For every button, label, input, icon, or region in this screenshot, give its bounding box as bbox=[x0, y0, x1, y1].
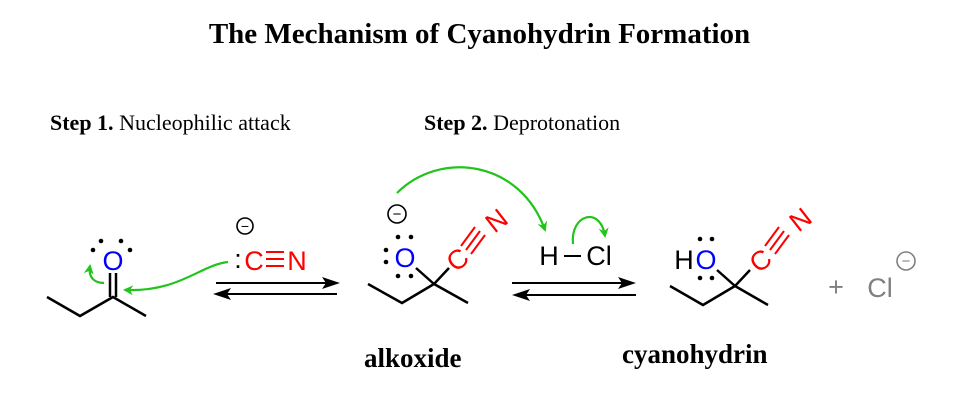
alkoxide-charge: − bbox=[393, 206, 402, 223]
cyanohydrin-lone-pairs bbox=[697, 236, 715, 281]
equilibrium-arrow-2 bbox=[512, 277, 636, 301]
cyanohydrin-skeleton bbox=[669, 284, 769, 307]
step-2-heading: Step 2. Deprotonation bbox=[424, 110, 620, 136]
cyanohydrin-oxygen: O bbox=[695, 245, 716, 275]
cyanide-ion: − : C N bbox=[234, 217, 307, 276]
equilibrium-arrow-1 bbox=[213, 277, 340, 300]
cyanohydrin-triple-bond bbox=[764, 226, 790, 255]
cyanide-charge: − bbox=[241, 218, 249, 234]
page-title: The Mechanism of Cyanohydrin Formation bbox=[208, 18, 751, 50]
ketone-molecule: O bbox=[46, 238, 229, 318]
cyanide-charge-circle bbox=[236, 217, 254, 235]
alkoxide-charge-circle bbox=[387, 204, 407, 224]
ketone-lone-pairs bbox=[90, 238, 133, 253]
cyanohydrin-co-bond bbox=[716, 269, 736, 287]
step-1-name: Nucleophilic attack bbox=[119, 110, 291, 135]
alkoxide-co-bond bbox=[415, 267, 435, 285]
alkoxide-cc-bond bbox=[433, 267, 450, 285]
chloride-byproduct: + Cl − bbox=[828, 251, 916, 303]
alkoxide-triple-bond bbox=[460, 226, 486, 255]
hcl-hydrogen: H bbox=[539, 241, 559, 271]
cyanide-carbon: C bbox=[244, 246, 264, 276]
chloride-chlorine: Cl bbox=[867, 273, 893, 303]
alkoxide-label: alkoxide bbox=[364, 343, 462, 373]
step-1-heading: Step 1. Nucleophilic attack bbox=[50, 110, 291, 136]
bond-to-oxygen-arrow bbox=[83, 264, 105, 285]
alkoxide-attack-arrow bbox=[396, 166, 548, 232]
cyanide-lone-pair: : bbox=[234, 244, 242, 274]
cyanide-attack-arrow bbox=[123, 260, 229, 296]
ketone-skeleton bbox=[46, 295, 147, 318]
alkoxide-nitrogen: N bbox=[480, 203, 514, 239]
bond-to-chlorine-arrow bbox=[571, 215, 609, 245]
step-2-number: Step 2. bbox=[424, 110, 488, 135]
alkoxide-lone-pairs bbox=[383, 234, 414, 279]
ketone-oxygen: O bbox=[102, 246, 123, 276]
hcl-molecule: H Cl bbox=[539, 215, 612, 271]
chloride-charge-circle bbox=[896, 251, 916, 271]
cyanohydrin-label: cyanohydrin bbox=[622, 339, 768, 369]
hcl-chlorine: Cl bbox=[586, 241, 612, 271]
cyanide-nitrogen: N bbox=[287, 246, 307, 276]
alkoxide-oxygen: O bbox=[394, 243, 415, 273]
cyanohydrin-nitrogen: N bbox=[784, 202, 818, 238]
step-2-name: Deprotonation bbox=[493, 110, 621, 135]
chloride-charge: − bbox=[902, 253, 911, 270]
cyanohydrin-cc-bond bbox=[734, 269, 751, 287]
plus-sign: + bbox=[828, 272, 844, 302]
step-1-number: Step 1. bbox=[50, 110, 114, 135]
cyanohydrin-hydrogen: H bbox=[674, 245, 694, 275]
cyanohydrin-molecule: H O C N bbox=[669, 202, 818, 307]
cyanide-triple-bond bbox=[266, 251, 284, 267]
alkoxide-skeleton bbox=[367, 282, 469, 305]
